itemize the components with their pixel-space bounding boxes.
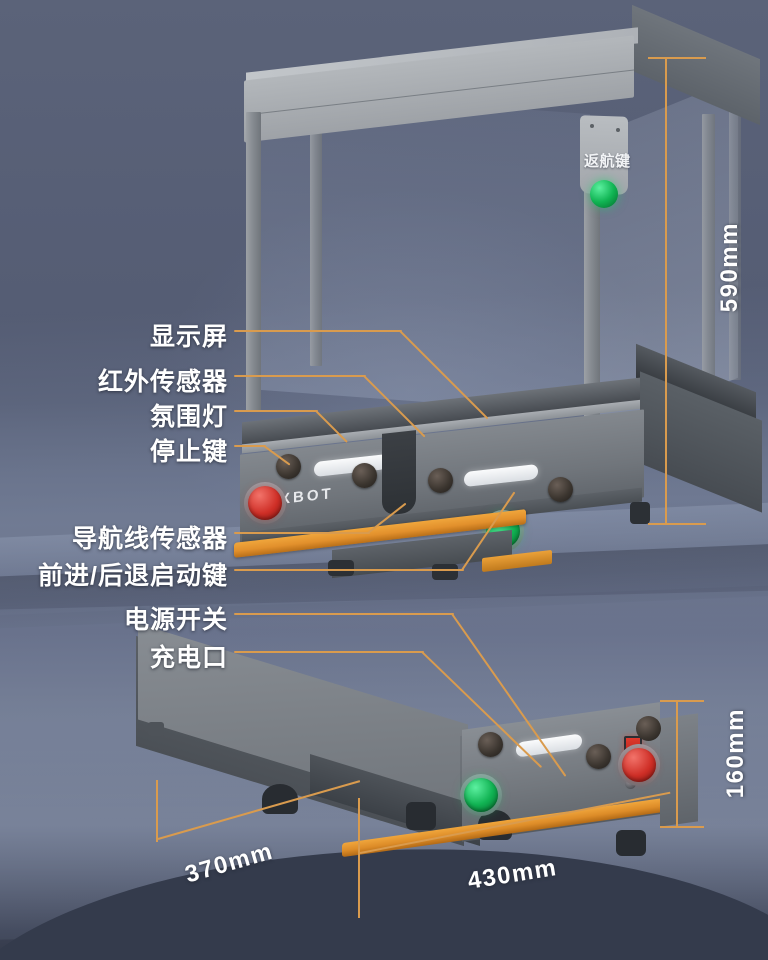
screw-icon [590,124,594,128]
stop-button[interactable] [248,486,282,520]
leader-line-start-button [234,569,464,571]
callout-label-ir-sensor: 红外传感器 [97,368,228,396]
ir-sensor-dome-icon [636,716,661,741]
stop-button-wrap [618,744,660,786]
callout-label-ambient-light: 氛围灯 [149,403,228,431]
leader-line-line-sensor [234,532,370,534]
leader-line-display [234,330,402,332]
leader-line-charge-port [234,651,424,653]
callout-label-stop-button: 停止键 [149,438,228,466]
stop-button[interactable] [622,748,656,782]
dimension-tick-chassis-bottom [660,826,704,828]
ir-sensor-dome-icon [586,744,611,769]
leader-line-ir-sensor [234,375,366,377]
chassis-right-edge [660,713,698,827]
callout-label-power-switch: 电源开关 [123,606,228,634]
bumper-mount [148,722,164,736]
callout-label-line-sensor: 导航线传感器 [71,525,228,553]
return-key-button[interactable] [590,180,618,208]
frame-post-back-right [702,114,715,396]
dimension-label-chassis-height: 160mm [722,708,749,799]
wheel [406,802,436,830]
wheel [616,830,646,856]
dimension-tick-chassis-top [660,700,704,702]
dimension-tick-width-left [358,798,360,918]
leader-line-ambient-light [234,410,318,412]
robot-chassis-unit [130,623,690,880]
wheel [328,560,354,576]
return-key-label: 返航键 [584,153,631,170]
dimension-tick-depth-left [156,780,158,842]
leader-line-stop-button [234,445,266,447]
ir-sensor-dome-icon [478,732,503,757]
frame-post-front-right [584,136,600,436]
callout-label-charge-port: 充电口 [149,644,228,672]
robot-upper-unit: 返航键 XBOT [232,4,762,580]
dimension-tick-height-top [648,57,706,59]
screw-icon [616,128,620,132]
ir-sensor-dome-icon [548,477,573,502]
dimension-line-chassis-height [676,700,678,828]
leader-line-power-switch [234,613,454,615]
wheel [630,502,650,524]
callout-label-start-button: 前进/后退启动键 [38,562,228,590]
frame-post-rear [729,80,741,380]
frame-post-front-left [246,112,261,412]
start-button[interactable] [464,778,498,812]
ir-sensor-dome-icon [428,468,453,493]
dimension-line-height [665,57,667,525]
display-screen[interactable] [382,430,416,516]
callout-label-display: 显示屏 [149,323,228,351]
dimension-label-height: 590mm [716,222,743,313]
frame-post-back-left [310,98,322,366]
wheel [432,564,458,580]
ir-sensor-dome-icon [352,463,377,488]
dimension-tick-height-bottom [648,523,706,525]
